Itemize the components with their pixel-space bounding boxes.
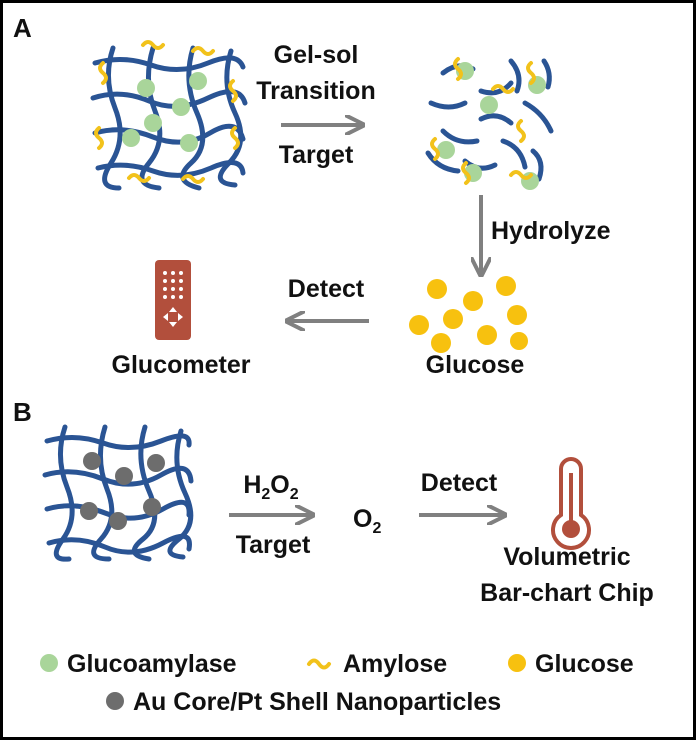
legend-glucoamylase-swatch bbox=[40, 654, 58, 672]
glucose-product-label: Glucose bbox=[426, 351, 525, 379]
legend-glucoamylase-label: Glucoamylase bbox=[67, 650, 237, 678]
legend-glucose-label: Glucose bbox=[535, 650, 634, 678]
figure-panel: A Gel-sol Transition Target bbox=[3, 3, 693, 737]
amylose-strands-sol bbox=[430, 57, 536, 185]
detect-label-a: Detect bbox=[288, 275, 365, 303]
gel-sol-trigger-label: Target bbox=[279, 141, 354, 169]
gel-sol-label: Gel-sol bbox=[274, 41, 359, 69]
chip-label-line2: Bar-chart Chip bbox=[480, 579, 654, 607]
diagram-canvas: A Gel-sol Transition Target bbox=[13, 13, 654, 716]
legend: Glucoamylase Amylose Glucose Au Core/Pt … bbox=[40, 650, 634, 716]
sol-fragments bbox=[425, 58, 554, 182]
glucose-cluster bbox=[409, 276, 528, 353]
legend-amylose-swatch bbox=[307, 658, 331, 670]
hydrogel-network-b bbox=[42, 424, 194, 562]
glucoamylase-particles-a bbox=[122, 72, 207, 152]
o2-label: O2 bbox=[353, 505, 381, 537]
amylose-strands-a bbox=[94, 40, 240, 184]
legend-nanoparticle-swatch bbox=[106, 692, 124, 710]
legend-amylose-label: Amylose bbox=[343, 650, 447, 678]
h2o2-label: H2O2 bbox=[243, 471, 298, 503]
hydrolyze-label: Hydrolyze bbox=[491, 217, 611, 245]
glucometer-label: Glucometer bbox=[112, 351, 251, 379]
legend-glucose-swatch bbox=[508, 654, 526, 672]
glucometer-icon bbox=[155, 260, 191, 340]
nanoparticles-b bbox=[80, 452, 165, 530]
detect-label-b: Detect bbox=[421, 469, 498, 497]
transition-label: Transition bbox=[256, 77, 375, 105]
panel-a-letter: A bbox=[13, 13, 32, 43]
legend-nanoparticle-label: Au Core/Pt Shell Nanoparticles bbox=[133, 688, 501, 716]
thermometer-icon bbox=[551, 457, 591, 550]
panel-b-letter: B bbox=[13, 397, 32, 427]
chip-label-line1: Volumetric bbox=[503, 543, 630, 571]
target-label-b: Target bbox=[236, 531, 311, 559]
hydrogel-network-a bbox=[90, 45, 248, 191]
